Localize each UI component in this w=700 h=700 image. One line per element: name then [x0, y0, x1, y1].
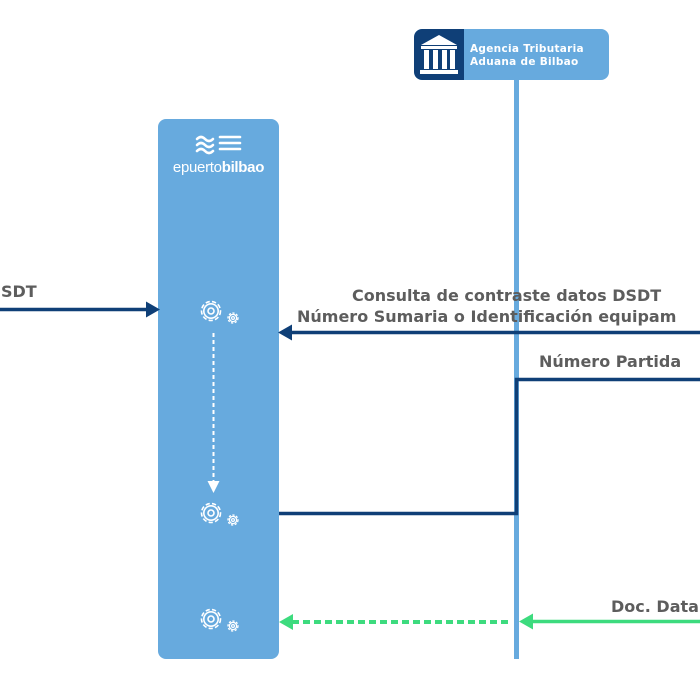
agency-participant: Agencia Tributaria Aduana de Bilbao — [414, 29, 609, 80]
doc-forward-arrow — [279, 614, 510, 630]
numero-partida-line — [279, 377, 700, 516]
numero-partida-label: Número Partida — [539, 352, 682, 371]
government-building-icon — [414, 29, 464, 80]
incoming-arrow — [0, 301, 160, 318]
doc-data-label: Doc. Data — [611, 597, 699, 616]
consulta-arrow — [278, 324, 700, 341]
agency-lifeline — [514, 78, 519, 659]
consulta-label-line1: Consulta de contraste datos DSDT — [352, 286, 662, 305]
gears-icon — [200, 300, 239, 324]
consulta-label-line2: Número Sumaria o Identificación equipam — [297, 307, 677, 326]
agency-name: Agencia Tributaria — [470, 43, 584, 55]
incoming-label: SDT — [1, 282, 37, 301]
agency-subtitle: Aduana de Bilbao — [470, 56, 579, 68]
port-brand: epuertobilbao — [172, 159, 265, 176]
port-participant: epuertobilbao — [158, 119, 279, 659]
waves-lines-icon — [195, 135, 242, 155]
doc-data-arrow — [519, 613, 700, 630]
gears-icon — [200, 502, 239, 526]
internal-process-arrow — [207, 333, 220, 493]
gears-icon — [200, 608, 239, 632]
